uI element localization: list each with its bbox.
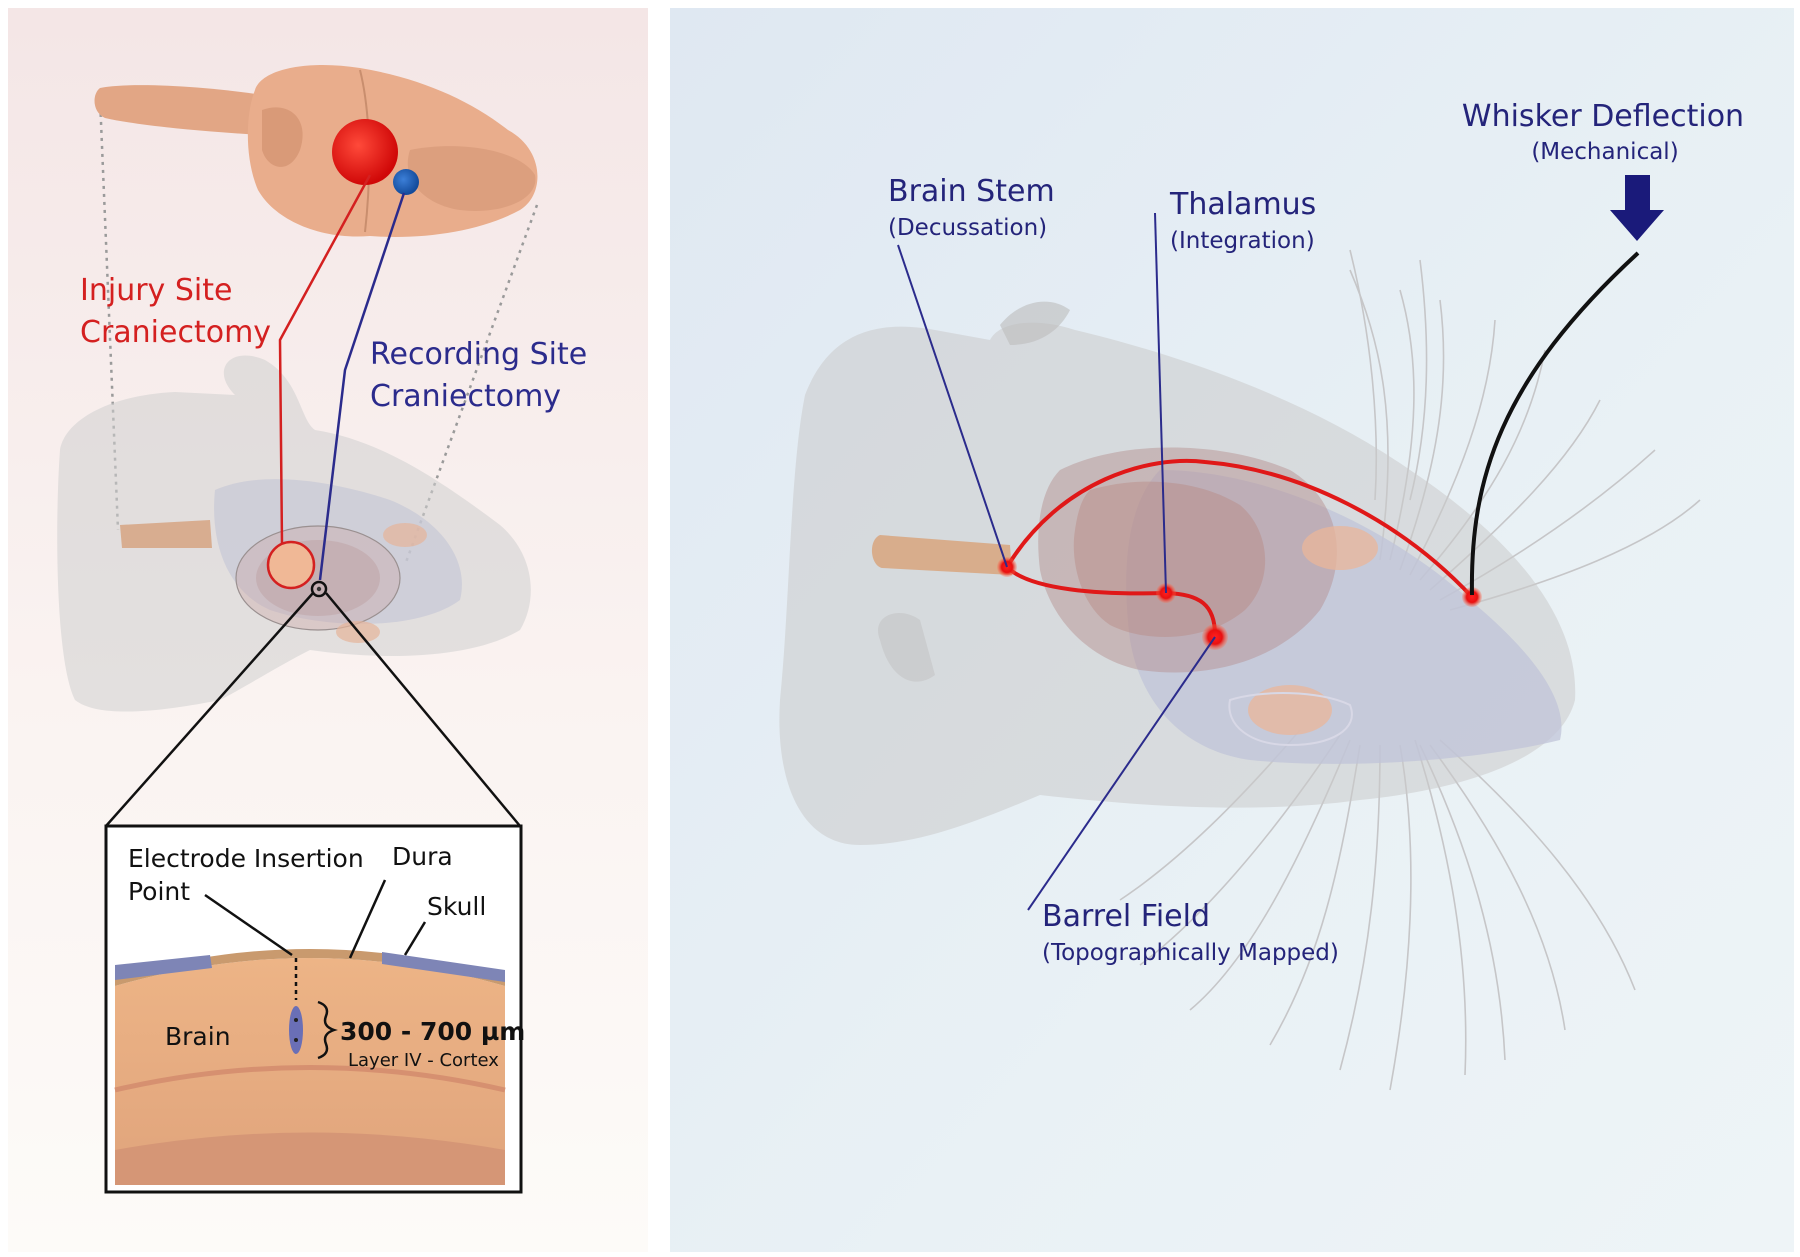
electrode-label-line2: Point: [128, 877, 190, 906]
insertion-point-circle: [310, 580, 328, 598]
injury-site-marker: [332, 119, 398, 185]
whisker-label: Whisker Deflection: [1462, 99, 1744, 134]
pathway-upper-arc: [1005, 458, 1474, 599]
barrel-field-label: Barrel Field: [1042, 899, 1210, 934]
deflection-arrow-icon: [1610, 175, 1664, 241]
recording-label-line1: Recording Site: [370, 337, 587, 372]
thalamus-label: Thalamus: [1169, 187, 1316, 222]
brain-label: Brain: [165, 1022, 231, 1051]
recording-label-line2: Craniectomy: [370, 379, 561, 414]
layer-label: Layer IV - Cortex: [348, 1050, 499, 1071]
brain-stem-label: Brain Stem: [888, 174, 1055, 209]
whisker-pad-node: [1462, 587, 1482, 607]
zoom-lines: [105, 592, 521, 827]
electrode-label-line1: Electrode Insertion: [128, 844, 364, 873]
injury-label-line2: Craniectomy: [80, 315, 271, 350]
dura-label: Dura: [392, 842, 453, 871]
recording-connector-line: [318, 192, 406, 581]
label-leader-lines: [897, 212, 1216, 911]
rat-head-silhouette-left: [57, 355, 531, 712]
thalamus-sublabel: (Integration): [1170, 228, 1315, 254]
injury-site-lower-marker: [266, 540, 316, 590]
injury-label-line1: Injury Site: [80, 273, 232, 308]
recording-zone: [289, 1006, 303, 1054]
skull-label: Skull: [427, 892, 486, 921]
whisker-sublabel: (Mechanical): [1531, 139, 1678, 165]
depth-brace: [317, 1000, 338, 1060]
deflected-whisker: [1469, 251, 1640, 596]
depth-label: 300 - 700 µm: [340, 1017, 525, 1046]
rat-head-silhouette-right: [779, 301, 1576, 845]
barrel-field-sublabel: (Topographically Mapped): [1042, 940, 1339, 966]
inset-detail: Electrode Insertion Point Dura Skull Bra…: [104, 824, 525, 1194]
injury-connector-line: [278, 174, 372, 546]
recording-site-marker: [393, 169, 419, 195]
brain-stem-sublabel: (Decussation): [888, 215, 1047, 241]
